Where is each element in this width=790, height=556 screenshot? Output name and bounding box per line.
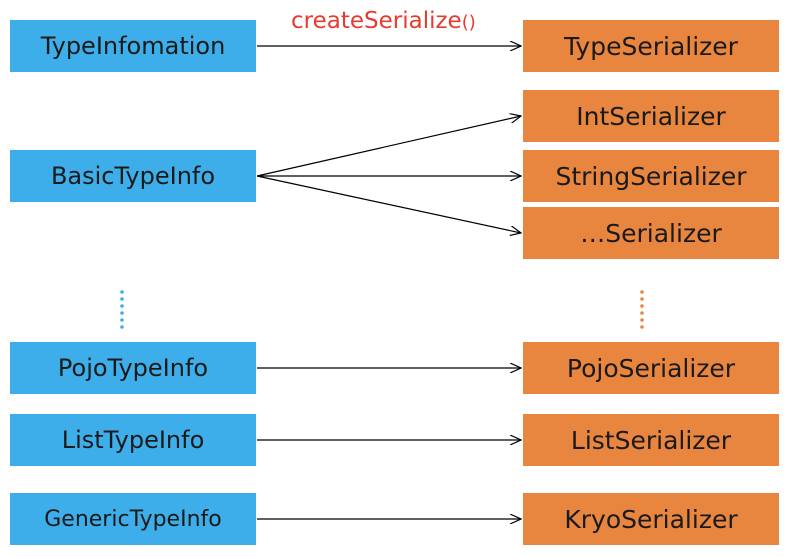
other-serializer-box: …Serializer (523, 207, 779, 259)
pojo-type-info-box: PojoTypeInfo (10, 342, 256, 394)
create-serialize-caption: createSerialize() (291, 8, 476, 34)
arrow-basic-to-other (256, 175, 521, 233)
list-type-info-box: ListTypeInfo (10, 414, 256, 466)
caption-parens: () (461, 12, 476, 33)
generic-type-info-box: GenericTypeInfo (10, 493, 256, 545)
type-infomation-box: TypeInfomation (10, 20, 256, 72)
basic-type-info-box: BasicTypeInfo (10, 150, 256, 202)
right-ellipsis-dots (640, 290, 644, 329)
caption-method: createSerialize (291, 8, 462, 34)
pojo-serializer-box: PojoSerializer (523, 342, 779, 394)
arrow-basic-to-int (256, 116, 521, 177)
string-serializer-box: StringSerializer (523, 150, 779, 202)
kryo-serializer-box: KryoSerializer (523, 493, 779, 545)
int-serializer-box: IntSerializer (523, 90, 779, 142)
left-ellipsis-dots (120, 290, 124, 329)
type-serializer-box: TypeSerializer (523, 20, 779, 72)
list-serializer-box: ListSerializer (523, 414, 779, 466)
